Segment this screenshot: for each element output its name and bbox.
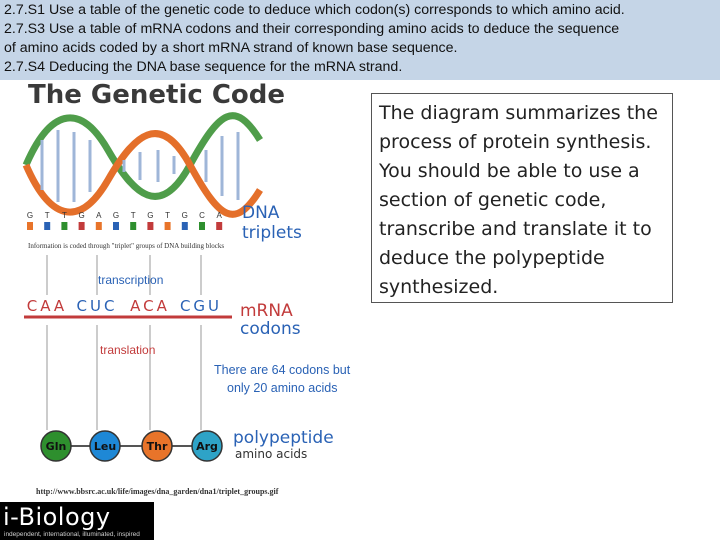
dna-base-block <box>27 222 33 230</box>
amino-acid-bead <box>40 430 72 462</box>
transcription-label: transcription <box>98 273 163 287</box>
mrna-codons: CAA CUC ACA CGU <box>27 297 222 315</box>
codon-note-line-2: only 20 amino acids <box>227 381 337 395</box>
amino-acid-bead <box>191 430 223 462</box>
dna-base-letter: C <box>199 211 205 220</box>
description-box: The diagram summarizes the process of pr… <box>371 93 673 303</box>
genetic-code-diagram: G T T G A G T G T G C A Information is coded throug… <box>22 112 351 496</box>
dna-base-block <box>199 222 205 230</box>
dna-base-block <box>78 222 85 230</box>
source-url: http://www.bbsrc.ac.uk/life/images/dna_g… <box>36 487 279 496</box>
translation-label: translation <box>100 343 155 357</box>
logo-tagline: independent, international, illuminated,… <box>4 531 140 538</box>
mrna-codon: CUC <box>77 297 118 315</box>
dna-base-letter: G <box>182 211 188 220</box>
dna-base-letter: A <box>96 211 102 220</box>
dna-base-letter: G <box>113 211 119 220</box>
polypeptide-label: polypeptide <box>233 428 334 448</box>
dna-helix <box>22 112 263 218</box>
dna-caption: Information is coded through "triplet" g… <box>28 242 224 250</box>
objective-line: of amino acids coded by a short mRNA str… <box>4 40 458 56</box>
i-biology-logo: i-Biology independent, international, il… <box>0 502 154 540</box>
mrna-codon: ACA <box>130 297 170 315</box>
dna-base-letter: T <box>131 211 136 220</box>
objective-line: 2.7.S1 Use a table of the genetic code t… <box>4 2 625 18</box>
dna-base-block <box>113 222 119 230</box>
objectives-header: 2.7.S1 Use a table of the genetic code t… <box>0 0 720 80</box>
amino-acid-label: Thr <box>147 440 168 453</box>
amino-acid-bead <box>141 430 173 462</box>
dna-base-block <box>164 222 171 230</box>
amino-acid-chain: Gln Leu Thr Arg <box>40 430 223 462</box>
dna-base-block <box>216 222 223 230</box>
dna-base-block <box>147 222 154 230</box>
dna-base-letter: G <box>78 211 84 220</box>
diagram-title: The Genetic Code <box>28 80 286 110</box>
dna-base-letter: T <box>62 211 67 220</box>
dna-label: DNA <box>242 203 280 223</box>
dna-base-block <box>61 222 68 230</box>
objective-line: 2.7.S4 Deducing the DNA base sequence fo… <box>4 59 403 75</box>
dna-base-block <box>130 222 137 230</box>
dna-base-letter: T <box>165 211 170 220</box>
logo-name: i-Biology <box>3 503 111 531</box>
mrna-codon: CAA <box>27 297 67 315</box>
mrna-label: mRNA <box>240 301 293 321</box>
dna-base-letter: A <box>217 211 223 220</box>
triplets-label: triplets <box>242 223 302 243</box>
mrna-codon: CGU <box>180 297 222 315</box>
amino-acids-label: amino acids <box>235 447 307 461</box>
dna-base-letter: T <box>45 211 50 220</box>
amino-acid-label: Arg <box>196 440 218 453</box>
objective-line: 2.7.S3 Use a table of mRNA codons and th… <box>4 21 620 37</box>
amino-acid-label: Gln <box>46 440 67 453</box>
codons-label: codons <box>240 319 301 339</box>
dna-base-letter: G <box>27 211 33 220</box>
amino-acid-label: Leu <box>94 440 116 453</box>
description-text: The diagram summarizes the process of pr… <box>379 102 658 298</box>
dna-base-block <box>44 222 51 230</box>
dna-base-block <box>95 222 102 230</box>
dna-base-block <box>181 222 188 230</box>
codon-note-line-1: There are 64 codons but <box>214 363 351 377</box>
dna-base-letter: G <box>147 211 153 220</box>
amino-acid-bead <box>89 430 121 462</box>
